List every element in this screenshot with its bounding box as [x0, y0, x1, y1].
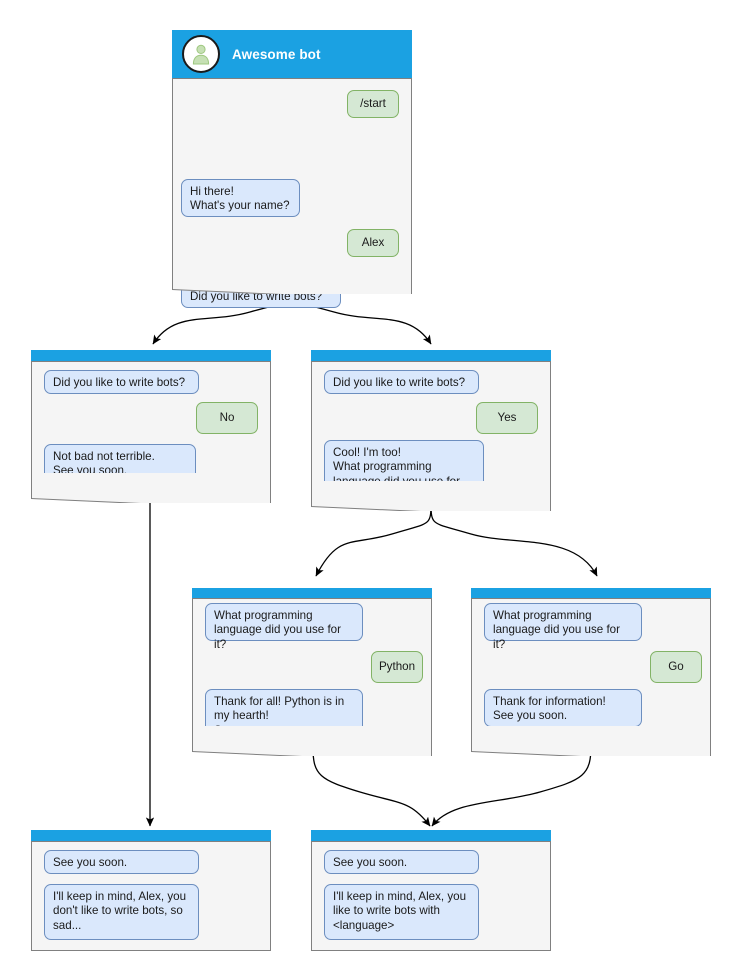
card-header-go-branch: [471, 588, 711, 598]
card-skirt-root: [172, 264, 412, 294]
message-bubble-bot[interactable]: I'll keep in mind, Alex, you like to wri…: [324, 884, 479, 940]
card-skirt-go-branch: [471, 726, 711, 756]
message-bubble-bot[interactable]: Did you like to write bots?: [324, 370, 479, 394]
edge-go-to-end-yes: [431, 745, 592, 827]
chat-card-python-branch[interactable]: What programming language did you use fo…: [192, 588, 432, 756]
card-header-end-yes: [311, 830, 551, 841]
card-body-python-branch: What programming language did you use fo…: [192, 598, 432, 741]
message-bubble-bot[interactable]: What programming language did you use fo…: [205, 603, 363, 651]
card-skirt-yes-branch: [311, 481, 551, 511]
message-bubble-user[interactable]: /start: [347, 90, 399, 118]
message-bubble-user[interactable]: No: [196, 402, 258, 434]
edge-yes-to-python: [315, 500, 432, 577]
message-bubble-bot[interactable]: Did you like to write bots?: [44, 370, 199, 394]
message-bubble-user[interactable]: Python: [371, 651, 423, 683]
chat-card-go-branch[interactable]: What programming language did you use fo…: [471, 588, 711, 756]
card-title-root: Awesome bot: [232, 46, 321, 62]
chat-card-end-yes[interactable]: See you soon. I'll keep in mind, Alex, y…: [311, 830, 551, 951]
message-bubble-bot[interactable]: Thank for information! See you soon.: [484, 689, 642, 727]
edge-python-to-end-yes: [312, 747, 431, 827]
card-header-end-no: [31, 830, 271, 841]
message-bubble-bot[interactable]: See you soon.: [44, 850, 199, 874]
card-body-end-no: See you soon. I'll keep in mind, Alex, y…: [31, 841, 271, 951]
chat-card-end-no[interactable]: See you soon. I'll keep in mind, Alex, y…: [31, 830, 271, 951]
message-bubble-bot[interactable]: I'll keep in mind, Alex, you don't like …: [44, 884, 199, 940]
chat-card-no-branch[interactable]: Did you like to write bots? No Not bad n…: [31, 350, 271, 503]
card-body-go-branch: What programming language did you use fo…: [471, 598, 711, 727]
card-body-yes-branch: Did you like to write bots? Yes Cool! I'…: [311, 361, 551, 502]
message-bubble-user[interactable]: Yes: [476, 402, 538, 434]
chat-card-yes-branch[interactable]: Did you like to write bots? Yes Cool! I'…: [311, 350, 551, 511]
chat-card-root[interactable]: Awesome bot /start Hi there! What's your…: [172, 30, 412, 308]
card-body-root: /start Hi there! What's your name? Alex …: [172, 78, 412, 308]
card-header-python-branch: [192, 588, 432, 598]
message-bubble-user[interactable]: Alex: [347, 229, 399, 257]
edge-yes-to-go: [430, 500, 598, 577]
card-header-no-branch: [31, 350, 271, 361]
card-body-end-yes: See you soon. I'll keep in mind, Alex, y…: [311, 841, 551, 951]
message-bubble-bot[interactable]: What programming language did you use fo…: [484, 603, 642, 651]
message-bubble-bot[interactable]: Hi there! What's your name?: [181, 179, 300, 217]
card-body-no-branch: Did you like to write bots? No Not bad n…: [31, 361, 271, 482]
card-header-root: Awesome bot: [172, 30, 412, 78]
card-skirt-python-branch: [192, 726, 432, 756]
person-avatar-icon: [182, 35, 220, 73]
message-bubble-bot[interactable]: See you soon.: [324, 850, 479, 874]
card-header-yes-branch: [311, 350, 551, 361]
message-bubble-user[interactable]: Go: [650, 651, 702, 683]
card-skirt-no-branch: [31, 473, 271, 503]
